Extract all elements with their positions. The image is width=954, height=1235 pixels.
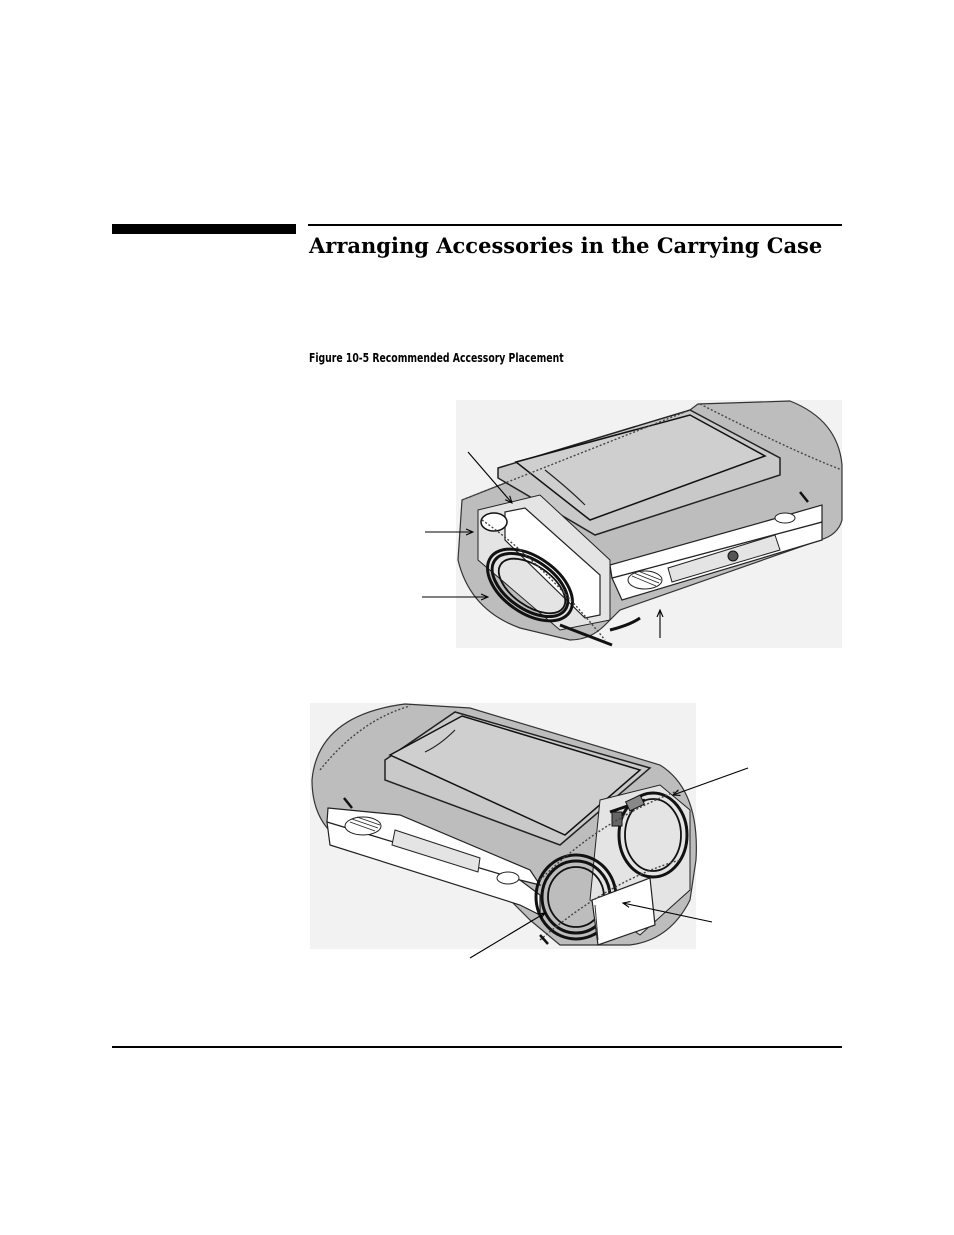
- section-rule-left: [112, 224, 296, 234]
- callout-arrow-5: [673, 767, 749, 795]
- callout-arrow-6: [623, 903, 713, 923]
- case-top-view: [422, 400, 843, 648]
- bottom-front-slot: [391, 829, 481, 873]
- top-lid: [514, 414, 767, 521]
- top-speaker-grille: [627, 570, 663, 590]
- bottom-coiled-cable-back: [617, 791, 689, 879]
- page-bottom-rule: [112, 1046, 842, 1048]
- top-knob: [727, 550, 739, 562]
- callout-arrow-7: [469, 913, 545, 959]
- section-title: Arranging Accessories in the Carrying Ca…: [309, 233, 823, 258]
- bottom-connector: [624, 794, 646, 812]
- top-front-slot: [667, 534, 781, 583]
- figure-caption: Figure 10-5 Recommended Accessory Placem…: [309, 351, 564, 365]
- bottom-speaker-grille: [344, 816, 382, 836]
- bottom-adapter: [611, 811, 623, 827]
- section-rule-top: [308, 224, 842, 226]
- bottom-handle-recess: [496, 871, 520, 885]
- top-coiled-cable: [486, 547, 574, 623]
- top-handle-recess: [774, 512, 796, 524]
- case-bottom-view: [310, 703, 749, 959]
- callout-arrow-1: [467, 451, 512, 503]
- bottom-manual: [591, 877, 656, 946]
- top-cable-reel: [480, 512, 508, 532]
- bottom-lid: [388, 715, 642, 836]
- top-front-tray: [609, 504, 823, 579]
